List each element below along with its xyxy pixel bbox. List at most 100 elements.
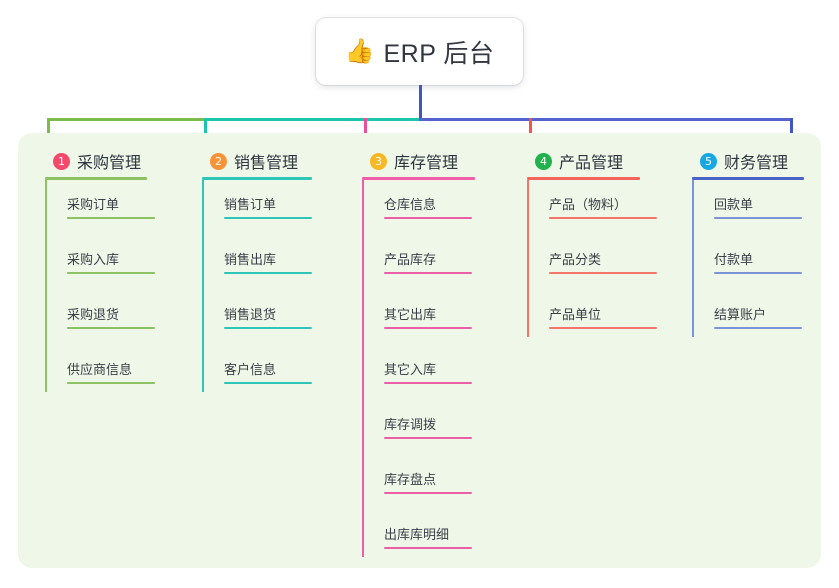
leaf-underline [549, 272, 657, 274]
leaf-label: 其它入库 [384, 362, 437, 377]
branch-title: 产品管理 [559, 155, 624, 172]
leaf-item[interactable]: 产品单位 [527, 304, 657, 329]
leaf-label: 采购订单 [67, 197, 120, 212]
leaf-item[interactable]: 采购入库 [45, 249, 155, 274]
branch-leaf-list: 销售订单销售出库销售退货客户信息 [202, 180, 312, 400]
branch-spine [362, 180, 364, 557]
leaf-underline [67, 217, 155, 219]
leaf-label: 客户信息 [224, 362, 277, 377]
leaf-item[interactable]: 产品分类 [527, 249, 657, 274]
leaf-item[interactable]: 付款单 [692, 249, 802, 274]
leaf-underline [384, 272, 472, 274]
branch-header-3[interactable]: 3 库存管理 [362, 148, 475, 174]
root-title: ERP 后台 [383, 39, 495, 68]
leaf-item[interactable]: 其它入库 [362, 359, 472, 384]
branch-drop-wire-4 [529, 118, 532, 146]
leaf-item[interactable]: 销售订单 [202, 194, 312, 219]
leaf-item[interactable]: 采购退货 [45, 304, 155, 329]
branch-number-badge: 2 [210, 152, 227, 170]
leaf-underline [224, 272, 312, 274]
leaf-label: 产品单位 [549, 307, 602, 322]
branch-spine [202, 180, 204, 392]
branch-number-badge: 5 [700, 152, 717, 170]
leaf-underline [384, 382, 472, 384]
thumbs-up-icon: 👍 [344, 37, 375, 65]
leaf-underline [67, 382, 155, 384]
leaf-label: 产品分类 [549, 252, 602, 267]
branch-title: 库存管理 [394, 155, 459, 172]
leaf-item[interactable]: 仓库信息 [362, 194, 472, 219]
leaf-item[interactable]: 供应商信息 [45, 359, 155, 384]
leaf-item[interactable]: 产品（物料） [527, 194, 657, 219]
branch-title: 销售管理 [234, 155, 299, 172]
branch-number-badge: 1 [53, 152, 70, 170]
branch-number-badge: 3 [370, 152, 387, 170]
leaf-label: 出库库明细 [384, 527, 450, 542]
bus-segment-green [47, 118, 204, 121]
branch-drop-wire-3 [364, 118, 367, 146]
leaf-item[interactable]: 销售退货 [202, 304, 312, 329]
leaf-label: 销售出库 [224, 252, 277, 267]
leaf-item[interactable]: 出库库明细 [362, 524, 472, 549]
branch-panel [18, 133, 821, 568]
leaf-underline [714, 327, 802, 329]
branch-header-underline [202, 177, 312, 180]
branch-drop-wire-5 [790, 118, 793, 146]
branch-number-badge: 4 [535, 152, 552, 170]
leaf-underline [384, 217, 472, 219]
branch-spine [692, 180, 694, 337]
leaf-underline [224, 382, 312, 384]
root-node-content: 👍 ERP 后台 [345, 34, 495, 70]
leaf-underline [224, 327, 312, 329]
branch-header-underline [362, 177, 475, 180]
branch-spine [45, 180, 47, 392]
leaf-item[interactable]: 库存盘点 [362, 469, 472, 494]
branch-column-3: 3 库存管理仓库信息产品库存其它出库其它入库库存调拨库存盘点出库库明细 [362, 148, 475, 565]
branch-header-2[interactable]: 2 销售管理 [202, 148, 312, 174]
leaf-item[interactable]: 客户信息 [202, 359, 312, 384]
leaf-underline [67, 327, 155, 329]
leaf-label: 销售退货 [224, 307, 277, 322]
leaf-underline [384, 327, 472, 329]
branch-column-4: 4 产品管理产品（物料） 产品分类产品单位 [527, 148, 657, 345]
leaf-underline [714, 272, 802, 274]
leaf-label: 回款单 [714, 197, 754, 212]
root-stem-wire [419, 85, 422, 121]
leaf-item[interactable]: 产品库存 [362, 249, 472, 274]
bus-segment-blue [419, 118, 793, 121]
branch-header-4[interactable]: 4 产品管理 [527, 148, 640, 174]
leaf-underline [224, 217, 312, 219]
leaf-underline [384, 437, 472, 439]
branch-leaf-list: 仓库信息产品库存其它出库其它入库库存调拨库存盘点出库库明细 [362, 180, 475, 565]
leaf-item[interactable]: 销售出库 [202, 249, 312, 274]
leaf-underline [549, 217, 657, 219]
leaf-underline [384, 492, 472, 494]
leaf-item[interactable]: 库存调拨 [362, 414, 472, 439]
leaf-label: 采购退货 [67, 307, 120, 322]
branch-leaf-list: 采购订单采购入库采购退货供应商信息 [45, 180, 155, 400]
leaf-label: 产品库存 [384, 252, 437, 267]
branch-header-underline [45, 177, 147, 180]
root-node[interactable]: 👍 ERP 后台 [316, 18, 523, 85]
leaf-underline [714, 217, 802, 219]
leaf-label: 采购入库 [67, 252, 120, 267]
leaf-label: 产品（物料） [549, 197, 628, 212]
leaf-item[interactable]: 结算账户 [692, 304, 802, 329]
leaf-label: 库存调拨 [384, 417, 437, 432]
branch-leaf-list: 产品（物料） 产品分类产品单位 [527, 180, 657, 345]
leaf-label: 仓库信息 [384, 197, 437, 212]
leaf-item[interactable]: 采购订单 [45, 194, 155, 219]
leaf-item[interactable]: 其它出库 [362, 304, 472, 329]
branch-header-underline [527, 177, 640, 180]
leaf-label: 库存盘点 [384, 472, 437, 487]
leaf-item[interactable]: 回款单 [692, 194, 802, 219]
leaf-label: 付款单 [714, 252, 754, 267]
branch-column-2: 2 销售管理销售订单销售出库销售退货客户信息 [202, 148, 312, 400]
leaf-underline [384, 547, 472, 549]
branch-leaf-list: 回款单付款单结算账户 [692, 180, 804, 345]
